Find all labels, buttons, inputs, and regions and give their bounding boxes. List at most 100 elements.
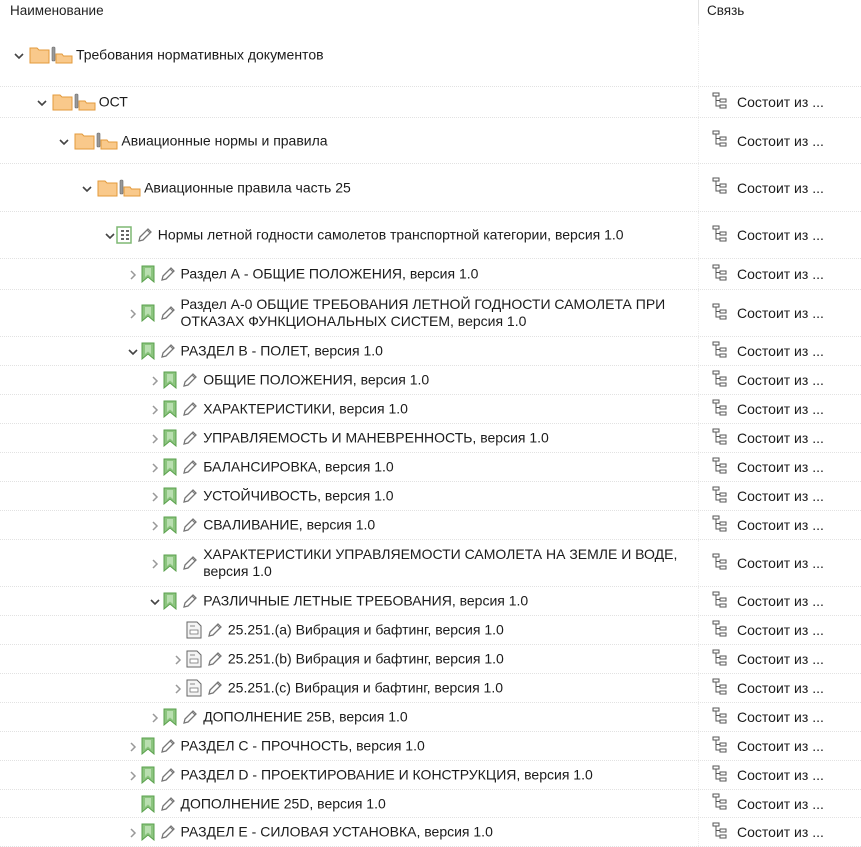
chevron-down-icon[interactable]	[127, 345, 139, 357]
name-cell[interactable]: УСТОЙЧИВОСТЬ, версия 1.0	[0, 482, 699, 510]
chevron-down-icon[interactable]	[81, 182, 93, 194]
bookmark-icon	[163, 554, 177, 575]
chevron-right-icon[interactable]	[127, 826, 139, 838]
link-cell[interactable]: Состоит из ...	[699, 290, 861, 336]
tree-row[interactable]: Раздел А-0 ОБЩИЕ ТРЕБОВАНИЯ ЛЕТНОЙ ГОДНО…	[0, 290, 861, 337]
link-cell[interactable]: Состоит из ...	[699, 511, 861, 539]
name-cell[interactable]: 25.251.(c) Вибрация и бафтинг, версия 1.…	[0, 674, 699, 702]
column-header-name[interactable]: Наименование	[0, 0, 699, 24]
tree-row[interactable]: РАЗДЕЛ D - ПРОЕКТИРОВАНИЕ И КОНСТРУКЦИЯ,…	[0, 761, 861, 790]
link-cell[interactable]: Состоит из ...	[699, 482, 861, 510]
tree-row[interactable]: 25.251.(a) Вибрация и бафтинг, версия 1.…	[0, 616, 861, 645]
tree-row[interactable]: РАЗДЕЛ Е - СИЛОВАЯ УСТАНОВКА, версия 1.0…	[0, 818, 861, 847]
link-cell[interactable]: Состоит из ...	[699, 259, 861, 289]
name-cell[interactable]: Авиационные нормы и правила	[0, 118, 699, 163]
link-cell[interactable]: Состоит из ...	[699, 674, 861, 702]
tree-row[interactable]: 25.251.(c) Вибрация и бафтинг, версия 1.…	[0, 674, 861, 703]
chevron-down-icon[interactable]	[36, 96, 48, 108]
name-cell[interactable]: РАЗЛИЧНЫЕ ЛЕТНЫЕ ТРЕБОВАНИЯ, версия 1.0	[0, 587, 699, 615]
chevron-right-icon[interactable]	[127, 307, 139, 319]
link-cell[interactable]: Состоит из ...	[699, 540, 861, 586]
link-cell[interactable]: Состоит из ...	[699, 645, 861, 673]
tree-row[interactable]: Нормы летной годности самолетов транспор…	[0, 212, 861, 259]
link-cell[interactable]: Состоит из ...	[699, 366, 861, 394]
name-cell[interactable]: УПРАВЛЯЕМОСТЬ И МАНЕВРЕННОСТЬ, версия 1.…	[0, 424, 699, 452]
name-cell[interactable]: Требования нормативных документов	[0, 24, 699, 86]
link-cell[interactable]: Состоит из ...	[699, 790, 861, 817]
link-cell[interactable]: Состоит из ...	[699, 118, 861, 163]
chevron-down-icon[interactable]	[104, 229, 116, 241]
chevron-right-icon[interactable]	[149, 711, 161, 723]
link-cell[interactable]: Состоит из ...	[699, 424, 861, 452]
name-cell[interactable]: ДОПОЛНЕНИЕ 25B, версия 1.0	[0, 703, 699, 731]
link-label: Состоит из ...	[737, 824, 824, 840]
tree-row[interactable]: 25.251.(b) Вибрация и бафтинг, версия 1.…	[0, 645, 861, 674]
chevron-right-icon[interactable]	[149, 519, 161, 531]
link-cell[interactable]: Состоит из ...	[699, 703, 861, 731]
name-cell[interactable]: ОСТ	[0, 87, 699, 117]
chevron-down-icon[interactable]	[13, 49, 25, 61]
chevron-right-icon[interactable]	[149, 432, 161, 444]
name-cell[interactable]: РАЗДЕЛ Е - СИЛОВАЯ УСТАНОВКА, версия 1.0	[0, 818, 699, 846]
chevron-right-icon[interactable]	[149, 461, 161, 473]
name-cell[interactable]: Нормы летной годности самолетов транспор…	[0, 212, 699, 258]
link-cell[interactable]: Состоит из ...	[699, 616, 861, 644]
name-cell[interactable]: 25.251.(b) Вибрация и бафтинг, версия 1.…	[0, 645, 699, 673]
link-cell[interactable]: Состоит из ...	[699, 212, 861, 258]
link-cell[interactable]	[699, 24, 861, 86]
chevron-right-icon[interactable]	[172, 682, 184, 694]
name-cell[interactable]: 25.251.(a) Вибрация и бафтинг, версия 1.…	[0, 616, 699, 644]
link-cell[interactable]: Состоит из ...	[699, 453, 861, 481]
chevron-right-icon[interactable]	[172, 653, 184, 665]
name-cell[interactable]: ДОПОЛНЕНИЕ 25D, версия 1.0	[0, 790, 699, 817]
name-cell[interactable]: ОБЩИЕ ПОЛОЖЕНИЯ, версия 1.0	[0, 366, 699, 394]
link-cell[interactable]: Состоит из ...	[699, 164, 861, 211]
tree-row[interactable]: ХАРАКТЕРИСТИКИ УПРАВЛЯЕМОСТИ САМОЛЕТА НА…	[0, 540, 861, 587]
link-cell[interactable]: Состоит из ...	[699, 395, 861, 423]
chevron-right-icon[interactable]	[127, 268, 139, 280]
tree-row[interactable]: Требования нормативных документов	[0, 24, 861, 87]
name-cell[interactable]: РАЗДЕЛ В - ПОЛЕТ, версия 1.0	[0, 337, 699, 365]
name-cell[interactable]: РАЗДЕЛ С - ПРОЧНОСТЬ, версия 1.0	[0, 732, 699, 760]
tree-row[interactable]: УПРАВЛЯЕМОСТЬ И МАНЕВРЕННОСТЬ, версия 1.…	[0, 424, 861, 453]
link-cell[interactable]: Состоит из ...	[699, 818, 861, 846]
link-cell[interactable]: Состоит из ...	[699, 587, 861, 615]
name-cell[interactable]: БАЛАНСИРОВКА, версия 1.0	[0, 453, 699, 481]
name-cell[interactable]: ХАРАКТЕРИСТИКИ УПРАВЛЯЕМОСТИ САМОЛЕТА НА…	[0, 540, 699, 586]
name-cell[interactable]: Авиационные правила часть 25	[0, 164, 699, 211]
chevron-down-icon[interactable]	[58, 135, 70, 147]
link-cell[interactable]: Состоит из ...	[699, 761, 861, 789]
hierarchy-link-icon	[712, 620, 732, 641]
chevron-right-icon[interactable]	[149, 374, 161, 386]
link-cell[interactable]: Состоит из ...	[699, 732, 861, 760]
link-cell[interactable]: Состоит из ...	[699, 87, 861, 117]
name-cell[interactable]: Раздел А - ОБЩИЕ ПОЛОЖЕНИЯ, версия 1.0	[0, 259, 699, 289]
chevron-right-icon[interactable]	[127, 740, 139, 752]
name-cell[interactable]: Раздел А-0 ОБЩИЕ ТРЕБОВАНИЯ ЛЕТНОЙ ГОДНО…	[0, 290, 699, 336]
name-cell[interactable]: РАЗДЕЛ D - ПРОЕКТИРОВАНИЕ И КОНСТРУКЦИЯ,…	[0, 761, 699, 789]
chevron-right-icon[interactable]	[149, 490, 161, 502]
chevron-down-icon[interactable]	[149, 595, 161, 607]
chevron-right-icon[interactable]	[149, 403, 161, 415]
name-cell[interactable]: СВАЛИВАНИЕ, версия 1.0	[0, 511, 699, 539]
bookmark-icon	[141, 823, 155, 844]
chevron-right-icon[interactable]	[127, 769, 139, 781]
name-cell[interactable]: ХАРАКТЕРИСТИКИ, версия 1.0	[0, 395, 699, 423]
chevron-right-icon[interactable]	[149, 557, 161, 569]
link-cell[interactable]: Состоит из ...	[699, 337, 861, 365]
column-header-link[interactable]: Связь	[707, 3, 745, 18]
